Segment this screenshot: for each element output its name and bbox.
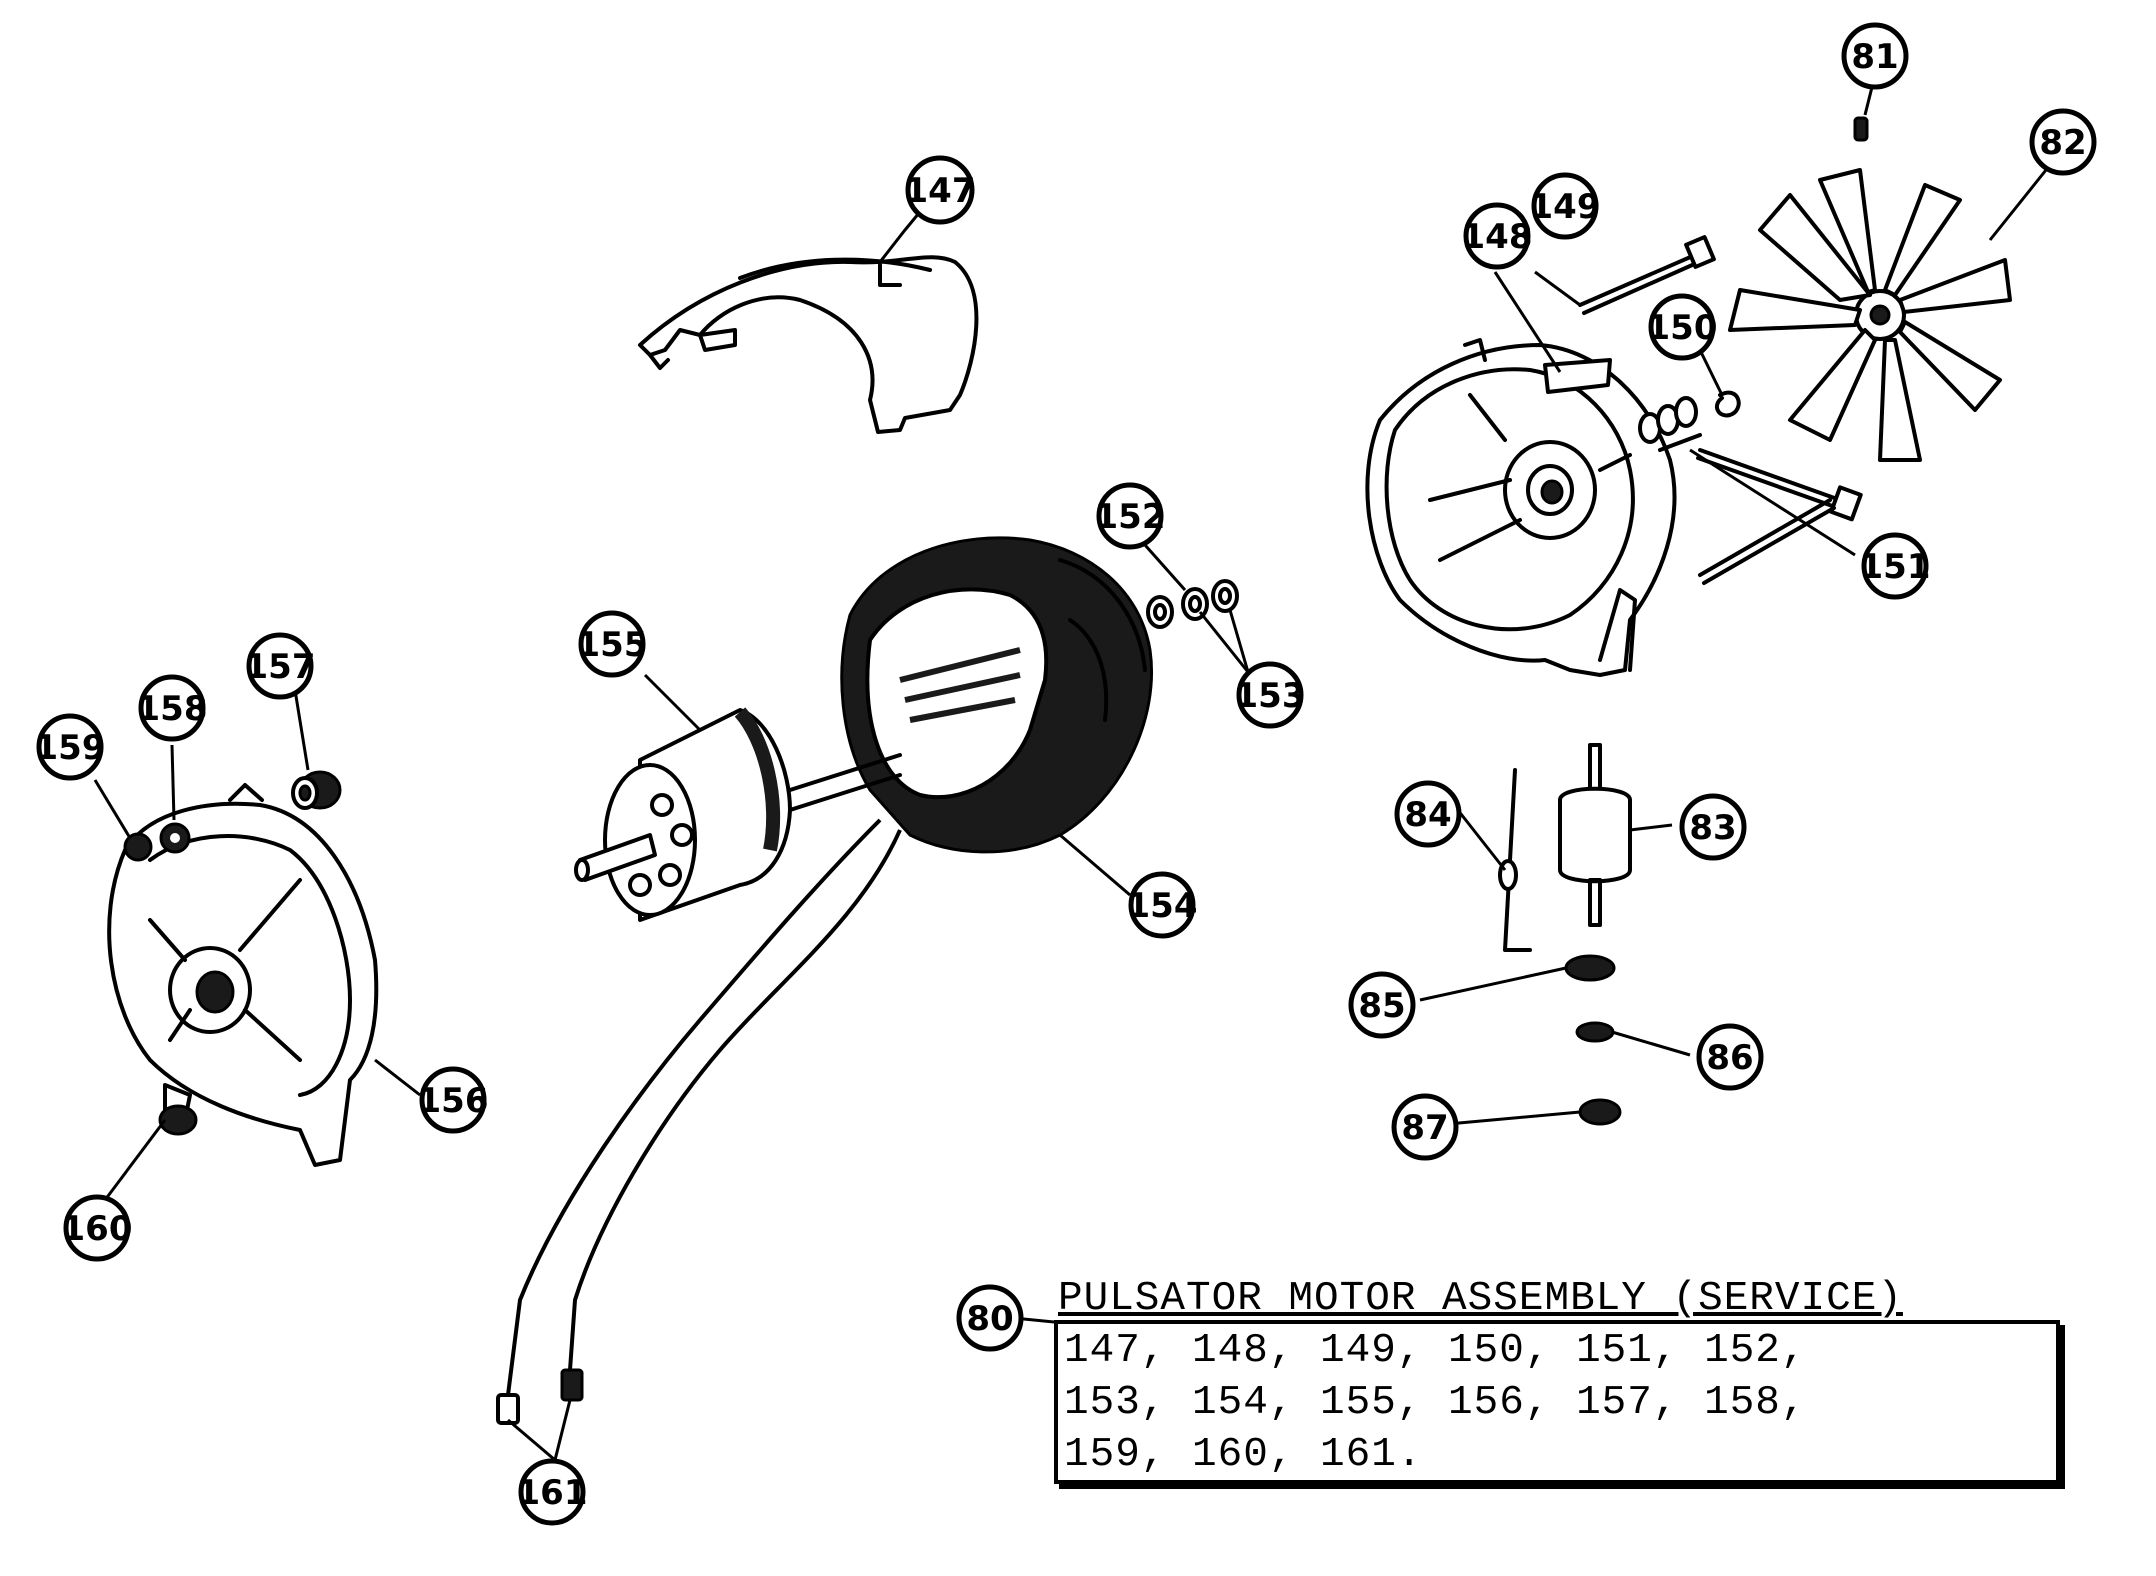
legend-box: 147, 148, 149, 150, 151, 152, 153, 154, …: [1054, 1320, 2060, 1484]
callout-80: 80: [956, 1284, 1024, 1352]
svg-text:80: 80: [966, 1299, 1013, 1339]
callout-159: 159: [35, 713, 106, 781]
svg-text:160: 160: [62, 1209, 133, 1249]
part-83-capacitor: [1558, 743, 1632, 927]
part-86-flat-washer: [1575, 1021, 1615, 1043]
svg-text:83: 83: [1689, 808, 1736, 848]
svg-text:153: 153: [1235, 676, 1306, 716]
part-82-fan-blade: [1728, 168, 2012, 462]
svg-text:87: 87: [1401, 1108, 1448, 1148]
callout-82: 82: [2029, 108, 2097, 176]
svg-text:159: 159: [35, 728, 106, 768]
part-159-screw: [123, 832, 153, 862]
callout-84: 84: [1394, 780, 1462, 848]
callout-147: 147: [905, 155, 976, 225]
svg-text:157: 157: [245, 647, 316, 687]
part-160-grommet: [158, 1104, 198, 1136]
svg-text:147: 147: [905, 171, 976, 211]
callout-152: 152: [1095, 482, 1166, 550]
part-84-resistor: [1498, 768, 1532, 952]
callout-157: 157: [245, 632, 316, 700]
callout-148: 148: [1462, 202, 1533, 270]
callout-153: 153: [1235, 661, 1306, 729]
callout-154: 154: [1127, 871, 1198, 939]
callout-155: 155: [577, 610, 648, 678]
part-87-nut: [1578, 1098, 1622, 1126]
part-150-clip: [1714, 390, 1741, 418]
callout-85: 85: [1348, 971, 1416, 1039]
svg-text:155: 155: [577, 625, 648, 665]
part-85-lockwasher: [1564, 954, 1616, 982]
part-153-washers: [1146, 579, 1239, 629]
svg-text:82: 82: [2039, 123, 2086, 163]
part-158-washer: [159, 822, 191, 854]
callout-156: 156: [418, 1066, 489, 1134]
svg-text:85: 85: [1358, 986, 1405, 1026]
callout-149: 149: [1530, 172, 1601, 240]
svg-text:152: 152: [1095, 497, 1166, 537]
svg-text:151: 151: [1860, 547, 1931, 587]
part-155-rotor: [574, 707, 902, 922]
legend-line: 147, 148, 149, 150, 151, 152,: [1064, 1328, 1807, 1374]
part-157-bushing: [291, 770, 342, 810]
part-149-long-bolt: [1578, 235, 1716, 315]
callout-160: 160: [62, 1194, 133, 1262]
svg-text:86: 86: [1706, 1038, 1753, 1078]
part-148-front-housing: [1365, 338, 1677, 677]
svg-text:154: 154: [1127, 886, 1198, 926]
legend-line: 159, 160, 161.: [1064, 1432, 1423, 1478]
part-151-bolts: [1638, 396, 1863, 585]
svg-text:148: 148: [1462, 217, 1533, 257]
callout-161: 161: [517, 1458, 588, 1526]
svg-text:150: 150: [1647, 308, 1718, 348]
callout-151: 151: [1860, 532, 1931, 600]
legend-line: 153, 154, 155, 156, 157, 158,: [1064, 1380, 1807, 1426]
part-156-end-bell: [107, 783, 379, 1167]
part-147-shroud: [638, 255, 979, 434]
part-154-stator: [840, 536, 1153, 854]
callout-87: 87: [1391, 1093, 1459, 1161]
svg-text:84: 84: [1404, 795, 1451, 835]
svg-text:161: 161: [517, 1473, 588, 1513]
callout-81: 81: [1841, 22, 1909, 90]
legend-title: PULSATOR MOTOR ASSEMBLY (SERVICE): [1058, 1276, 1903, 1322]
svg-text:158: 158: [137, 689, 208, 729]
callout-158: 158: [137, 674, 208, 742]
callout-86: 86: [1696, 1023, 1764, 1091]
callout-83: 83: [1679, 793, 1747, 861]
svg-text:156: 156: [418, 1081, 489, 1121]
callout-150: 150: [1647, 293, 1718, 361]
svg-text:149: 149: [1530, 187, 1601, 227]
part-81-set-screw: [1853, 116, 1869, 142]
part-161-wires: [496, 818, 902, 1425]
svg-text:81: 81: [1851, 37, 1898, 77]
